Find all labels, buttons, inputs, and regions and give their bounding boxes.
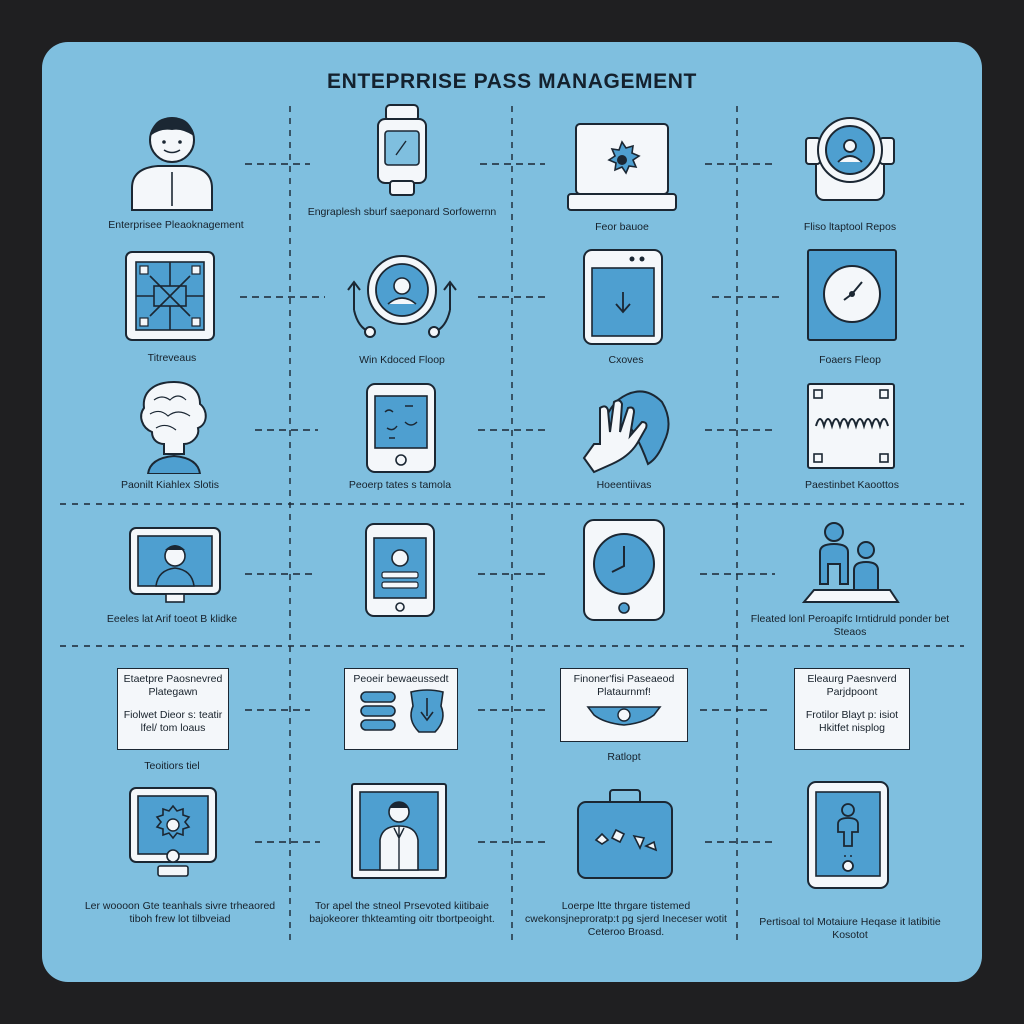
item-label-6-3: Loerpe ltte thrgare tistemed cwekonsjnep… <box>525 900 727 938</box>
info-card-1: Etaetpre Paosnevred Plategawn Fiolwet Di… <box>117 668 229 750</box>
video-portrait-icon <box>129 527 221 603</box>
card-body: Frotilor Blayt p: isiot Hkitfet nisplog <box>805 709 899 734</box>
item-label-2-4: Foaers Fleop <box>819 354 881 366</box>
phone-id-icon <box>366 383 436 473</box>
tablet-list-icon <box>365 523 435 617</box>
hand-scan-icon <box>582 390 670 474</box>
item-label-6-2: Tor apel the stneol Prsevoted kiitibaie … <box>309 900 495 925</box>
person-icon <box>131 117 213 211</box>
item-label-2-3: Cxoves <box>608 354 644 366</box>
item-label-3-3: Hoeentiivas <box>596 479 652 491</box>
card-illustration <box>586 706 662 726</box>
item-label-6-4: Pertisoal tol Motaiure Heqase it latibit… <box>759 916 941 941</box>
item-label-1-4: Fliso ltaptool Repos <box>803 221 897 233</box>
keycard-icon <box>377 104 427 196</box>
tablet-clock-icon <box>583 519 665 621</box>
item-label-3-2: Peoerp tates s tamola <box>348 479 452 491</box>
briefcase-icon <box>577 789 673 879</box>
tablet-download-icon <box>583 249 663 345</box>
card-title: Peoeir bewaeussedt <box>353 673 449 685</box>
item-label-1-2: Engraplesh sburf saeponard Sorfowernn <box>307 206 497 218</box>
two-people-icon <box>801 522 900 603</box>
info-card-4: Eleaurg Paesnverd Parjdpoont Frotilor Bl… <box>794 668 910 750</box>
info-card-2: Peoeir bewaeussedt <box>344 668 458 750</box>
item-label-4-1: Eeeles lat Arif toeot B klidke <box>106 613 238 625</box>
scanner-device-icon <box>805 117 895 201</box>
face-scan-icon <box>347 255 457 338</box>
item-label-3-4: Paestinbet Kaoottos <box>805 479 899 491</box>
brain-head-icon <box>140 380 207 474</box>
laptop-gear-icon <box>567 123 677 211</box>
item-label-6-1: Ler woooon Gte teanhals sivre trheaored … <box>84 900 276 925</box>
card-body: Fiolwet Dieor s: teatir lfel/ tom loaus <box>123 709 223 734</box>
circuit-board-icon <box>125 251 215 341</box>
id-badge-icon <box>807 781 889 889</box>
item-label-2-1: Titreveaus <box>147 352 197 364</box>
page-title: ENTEPRRISE PASS MANAGEMENT <box>327 70 697 93</box>
item-label-1-3: Feor bauoe <box>595 221 649 233</box>
card-title: Etaetpre Paosnevred Plategawn <box>123 673 223 698</box>
employee-badge-icon <box>351 783 447 879</box>
monitor-gear-icon <box>129 787 217 877</box>
info-card-3: Finoner'fisi Paseaeod Plataurnmf! <box>560 668 688 742</box>
item-label-3-1: Paonilt Kiahlex Slotis <box>120 479 220 491</box>
item-label-5-3: Ratlopt <box>607 751 641 763</box>
item-label-5-1: Teoitiors tiel <box>144 760 200 772</box>
item-label-2-2: Win Kdoced Floop <box>359 354 445 366</box>
item-label-4-4: Fleated lonl Peroapifc Irntidruld ponder… <box>750 613 950 638</box>
card-illustration <box>360 689 444 733</box>
waveform-icon <box>807 383 895 469</box>
card-title: Eleaurg Paesnverd Parjdpoont <box>807 673 897 698</box>
item-label-1-1: Enterprisee Pleaoknagement <box>108 219 244 231</box>
card-title: Finoner'fisi Paseaeod Plataurnmf! <box>573 673 675 698</box>
clock-panel-icon <box>807 249 897 341</box>
